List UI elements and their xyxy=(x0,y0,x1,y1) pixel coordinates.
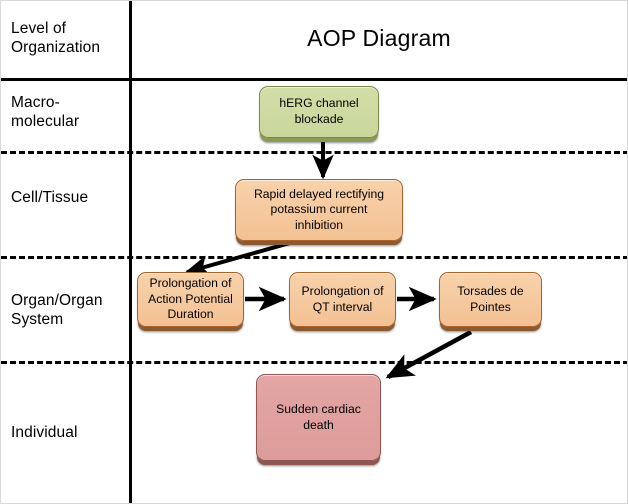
node-torsades-de-pointes-line-1: Torsades de xyxy=(457,283,524,298)
row-divider-celltissue-organsystem xyxy=(1,256,627,259)
diagram-title: AOP Diagram xyxy=(307,25,451,51)
node-action-potential-duration-line-2: Action Potential xyxy=(148,291,233,306)
row-label-macromolecular-line-2: molecular xyxy=(11,113,80,131)
node-qt-interval[interactable]: Prolongation of QT interval xyxy=(289,272,396,327)
node-sudden-cardiac-death-line-1: Sudden cardiac xyxy=(276,401,361,416)
node-action-potential-duration[interactable]: Prolongation of Action Potential Duratio… xyxy=(137,272,244,327)
node-potassium-current-inhibition-line-2: potassium current xyxy=(270,202,368,217)
node-torsades-de-pointes-line-2: Pointes xyxy=(470,299,511,314)
row-divider-organsystem-individual xyxy=(1,361,627,364)
row-label-cell-tissue: Cell/Tissue xyxy=(11,188,127,207)
row-label-organ-system: Organ/Organ System xyxy=(11,291,127,330)
node-sudden-cardiac-death[interactable]: Sudden cardiac death xyxy=(256,374,381,461)
row-label-cell-tissue-line-1: Cell/Tissue xyxy=(11,189,89,206)
row-label-individual: Individual xyxy=(11,423,127,442)
row-label-organ-system-line-1: Organ/Organ xyxy=(11,292,103,309)
row-divider-macromolecular-celltissue xyxy=(1,151,627,154)
header-level-line-1: Level of xyxy=(11,20,67,37)
node-herg-channel-blockade-line-2: blockade xyxy=(294,112,344,126)
node-herg-channel-blockade[interactable]: hERG channel blockade xyxy=(259,86,379,138)
node-potassium-current-inhibition[interactable]: Rapid delayed rectifying potassium curre… xyxy=(235,179,403,241)
node-sudden-cardiac-death-line-2: death xyxy=(303,417,334,432)
row-label-organ-system-line-2: System xyxy=(11,311,64,329)
header-level-of-organization: Level of Organization xyxy=(11,19,127,58)
row-label-macromolecular: Macro- molecular xyxy=(11,93,127,132)
node-potassium-current-inhibition-line-3: inhibition xyxy=(294,217,344,232)
node-qt-interval-line-2: QT interval xyxy=(312,299,373,314)
edge-torsades-to-death xyxy=(385,330,473,379)
node-action-potential-duration-line-3: Duration xyxy=(167,307,214,322)
header-divider-solid xyxy=(1,78,627,81)
node-qt-interval-line-1: Prolongation of xyxy=(301,283,384,298)
column-divider-vertical xyxy=(129,1,132,503)
node-potassium-current-inhibition-line-1: Rapid delayed rectifying xyxy=(253,186,385,201)
row-label-macromolecular-line-1: Macro- xyxy=(11,94,60,111)
header-level-line-2: Organization xyxy=(11,39,101,57)
row-label-individual-line-1: Individual xyxy=(11,424,78,441)
node-action-potential-duration-line-1: Prolongation of xyxy=(149,276,232,291)
node-herg-channel-blockade-line-1: hERG channel xyxy=(279,96,359,111)
node-torsades-de-pointes[interactable]: Torsades de Pointes xyxy=(439,272,542,327)
